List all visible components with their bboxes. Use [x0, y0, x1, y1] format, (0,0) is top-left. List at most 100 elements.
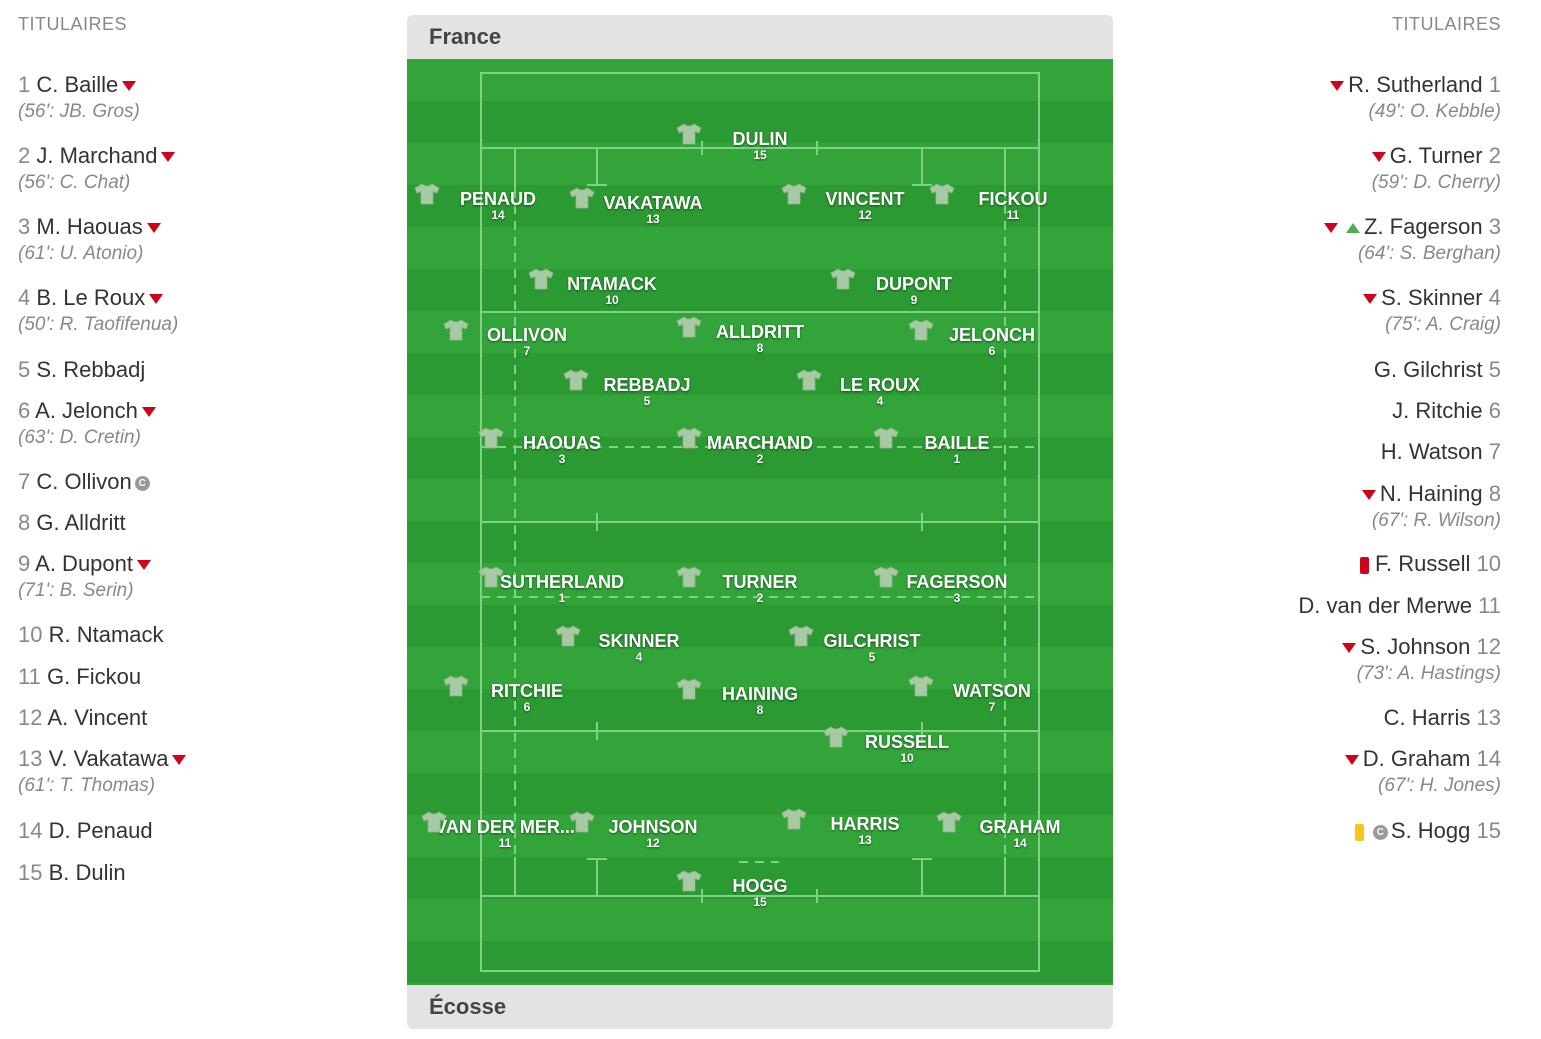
player-name[interactable]: J. Ritchie	[1392, 398, 1483, 423]
player-name[interactable]: A. Dupont	[35, 551, 133, 576]
home-player-entry[interactable]: 13 V. Vakatawa(61': T. Thomas)	[18, 746, 190, 797]
player-name[interactable]: Z. Fagerson	[1364, 214, 1483, 239]
captain-icon: C	[134, 475, 150, 491]
player-name[interactable]: C. Ollivon	[36, 469, 132, 494]
away-player-entry[interactable]: Z. Fagerson 3(64': S. Berghan)	[1320, 214, 1501, 265]
player-name[interactable]: N. Haining	[1379, 481, 1483, 506]
player-name[interactable]: J. Marchand	[36, 143, 158, 168]
home-player-entry[interactable]: 3 M. Haouas(61': U. Atonio)	[18, 214, 165, 265]
away-player-entry[interactable]: S. Skinner 4(75': A. Craig)	[1359, 285, 1501, 336]
player-name[interactable]: D. van der Merwe	[1298, 593, 1473, 618]
player-number: 15	[18, 860, 43, 885]
pitch-player[interactable]: VAN DER MER...11	[420, 811, 590, 849]
away-player-entry[interactable]: H. Watson 7	[1381, 439, 1501, 465]
home-team-bar[interactable]: France	[407, 15, 1113, 59]
player-name[interactable]: S. Rebbadj	[36, 357, 146, 382]
away-player-entry[interactable]: G. Turner 2(59': D. Cherry)	[1368, 143, 1501, 194]
player-name[interactable]: G. Fickou	[46, 664, 142, 689]
player-number: 12	[18, 705, 43, 730]
away-player-entry[interactable]: G. Gilchrist 5	[1374, 357, 1501, 383]
away-player-entry[interactable]: C. Harris 13	[1384, 705, 1501, 731]
home-player-entry[interactable]: 15 B. Dulin	[18, 860, 126, 886]
pitch-player-number: 6	[988, 344, 996, 358]
player-name[interactable]: D. Penaud	[48, 818, 153, 843]
pitch-player-name: NTAMACK	[567, 274, 657, 294]
player-name[interactable]: S. Johnson	[1360, 634, 1471, 659]
player-name[interactable]: B. Le Roux	[36, 285, 146, 310]
away-player-entry[interactable]: D. van der Merwe 11	[1298, 593, 1501, 619]
home-player-entry[interactable]: 2 J. Marchand(56': C. Chat)	[18, 143, 179, 194]
away-player-entry[interactable]: F. Russell 10	[1354, 551, 1501, 577]
player-name[interactable]: S. Skinner	[1381, 285, 1483, 310]
sub-off-arrow-icon	[1324, 223, 1339, 234]
home-player-entry[interactable]: 5 S. Rebbadj	[18, 357, 145, 383]
away-player-entry[interactable]: J. Ritchie 6	[1392, 398, 1501, 424]
home-player-entry[interactable]: 1 C. Baille(56': JB. Gros)	[18, 72, 140, 123]
player-name[interactable]: S. Hogg	[1390, 818, 1471, 843]
home-player-entry[interactable]: 4 B. Le Roux(50': R. Taofifenua)	[18, 285, 178, 336]
away-player-entry[interactable]: D. Graham 14(67': H. Jones)	[1341, 746, 1501, 797]
home-player-entry[interactable]: 14 D. Penaud	[18, 818, 153, 844]
player-name[interactable]: D. Graham	[1362, 746, 1471, 771]
away-team-bar[interactable]: Écosse	[407, 985, 1113, 1029]
player-name[interactable]: M. Haouas	[36, 214, 143, 239]
player-name[interactable]: A. Vincent	[47, 705, 148, 730]
player-name[interactable]: R. Ntamack	[48, 622, 164, 647]
away-player-entry[interactable]: N. Haining 8(67': R. Wilson)	[1358, 481, 1501, 532]
home-player-entry[interactable]: 12 A. Vincent	[18, 705, 147, 731]
away-team-name: Écosse	[429, 994, 507, 1019]
player-name[interactable]: C. Harris	[1383, 705, 1471, 730]
player-number: 14	[1476, 746, 1501, 771]
player-name[interactable]: R. Sutherland	[1348, 72, 1483, 97]
away-player-entry[interactable]: R. Sutherland 1(49': O. Kebble)	[1326, 72, 1501, 123]
player-name[interactable]: F. Russell	[1375, 551, 1471, 576]
player-name[interactable]: B. Dulin	[48, 860, 126, 885]
pitch-player-name: SUTHERLAND	[500, 572, 624, 592]
home-player-entry[interactable]: 9 A. Dupont(71': B. Serin)	[18, 551, 155, 602]
pitch-player-number: 12	[646, 836, 660, 850]
player-name[interactable]: G. Alldritt	[36, 510, 126, 535]
home-player-entry[interactable]: 6 A. Jelonch(63': D. Cretin)	[18, 398, 160, 449]
player-name[interactable]: C. Baille	[36, 72, 119, 97]
away-player-entry[interactable]: S. Johnson 12(73': A. Hastings)	[1338, 634, 1501, 685]
home-player-entry[interactable]: 8 G. Alldritt	[18, 510, 126, 536]
player-name[interactable]: H. Watson	[1380, 439, 1483, 464]
player-name[interactable]: V. Vakatawa	[48, 746, 169, 771]
pitch-player-number: 13	[646, 212, 660, 226]
home-player-entry[interactable]: 11 G. Fickou	[18, 664, 141, 690]
player-name[interactable]: G. Gilchrist	[1373, 357, 1483, 382]
player-name[interactable]: A. Jelonch	[35, 398, 138, 423]
player-name[interactable]: G. Turner	[1389, 143, 1483, 168]
home-player-entry[interactable]: 10 R. Ntamack	[18, 622, 164, 648]
